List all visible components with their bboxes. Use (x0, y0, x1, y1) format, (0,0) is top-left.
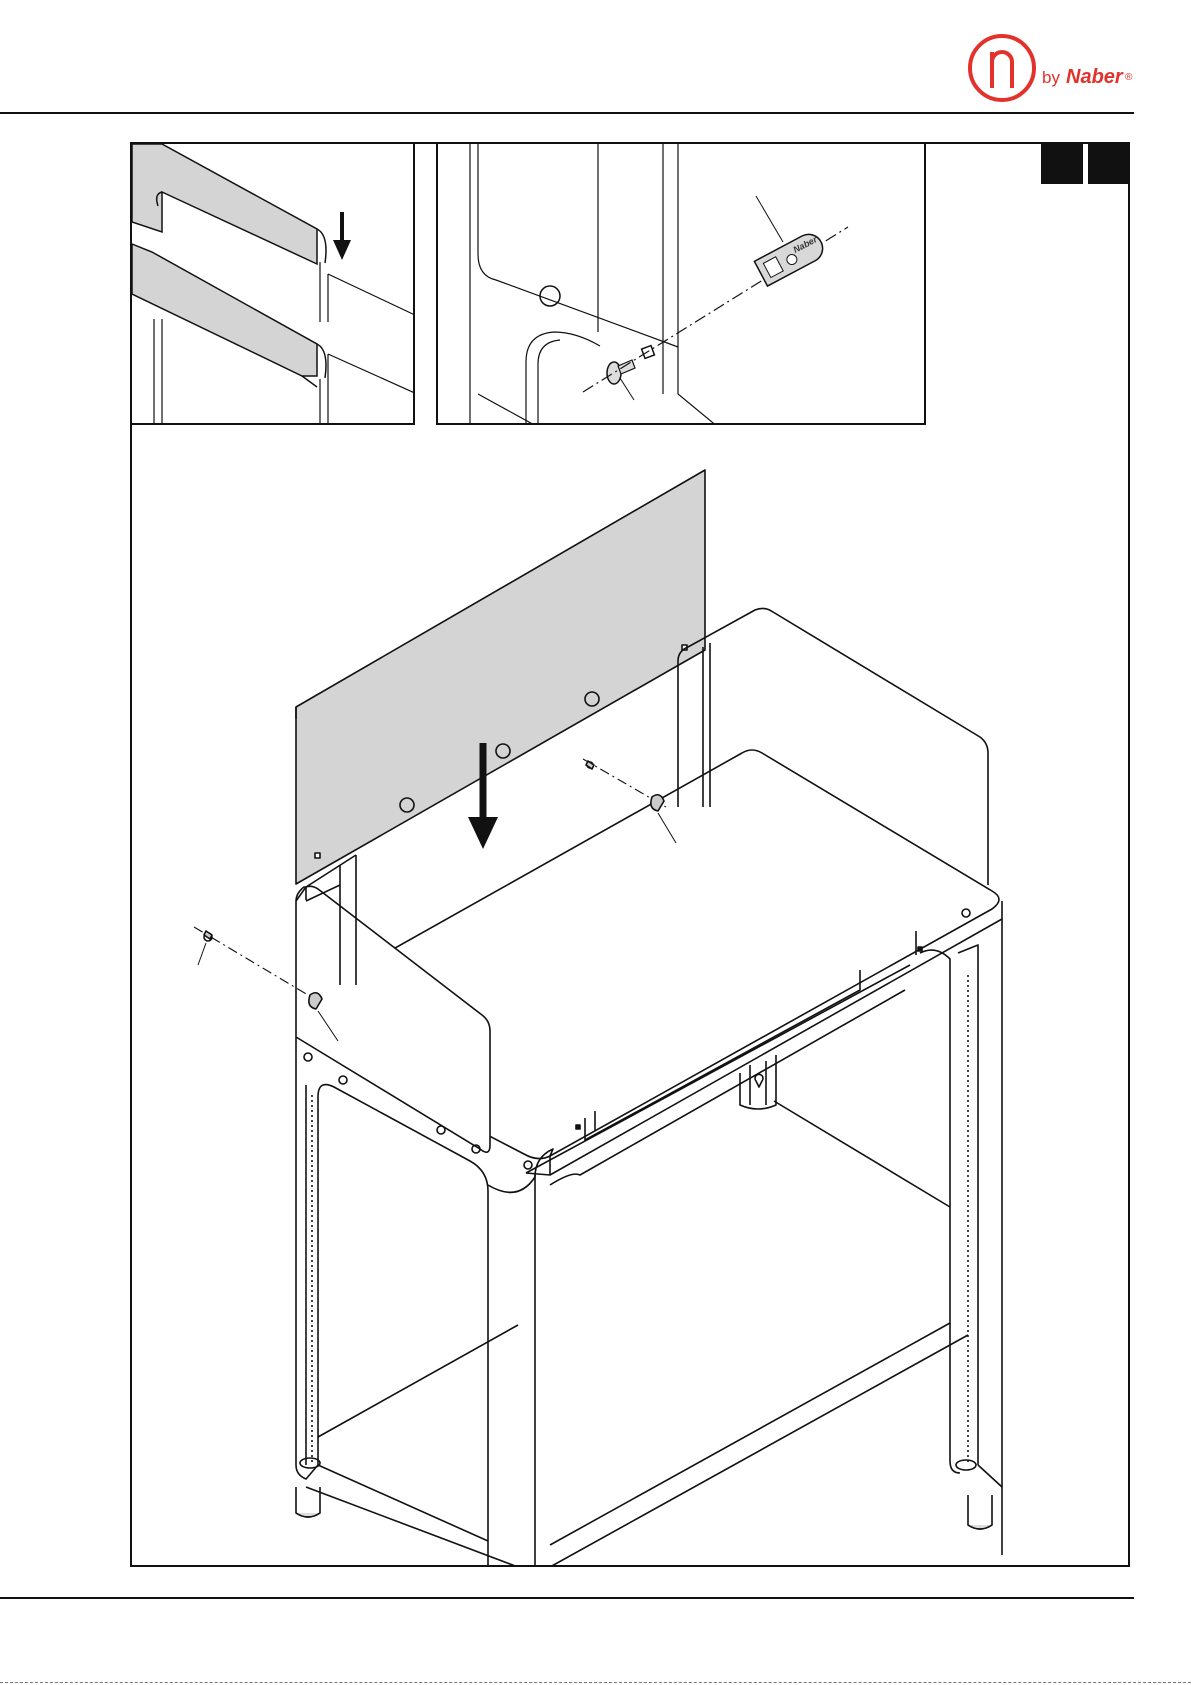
detail-panel-slot (130, 142, 415, 425)
main-assembly-drawing (130, 425, 1130, 1567)
brand-prefix: by (1042, 68, 1060, 88)
registered-mark: ® (1125, 72, 1132, 83)
footer-rule (0, 1597, 1134, 1599)
n-circle-logo-icon (958, 32, 1038, 104)
detail-screw-connector: Naber (436, 142, 926, 425)
desk-screen-assembly-illustration (130, 425, 1130, 1567)
page-cut-line (0, 1682, 1191, 1683)
brand-name: Naber (1066, 66, 1123, 89)
slot-insertion-illustration (132, 144, 415, 425)
screw-connector-illustration: Naber (438, 144, 926, 425)
step-indicator-box (1088, 142, 1130, 184)
step-indicator-box (1041, 142, 1083, 184)
header-rule (0, 112, 1134, 114)
